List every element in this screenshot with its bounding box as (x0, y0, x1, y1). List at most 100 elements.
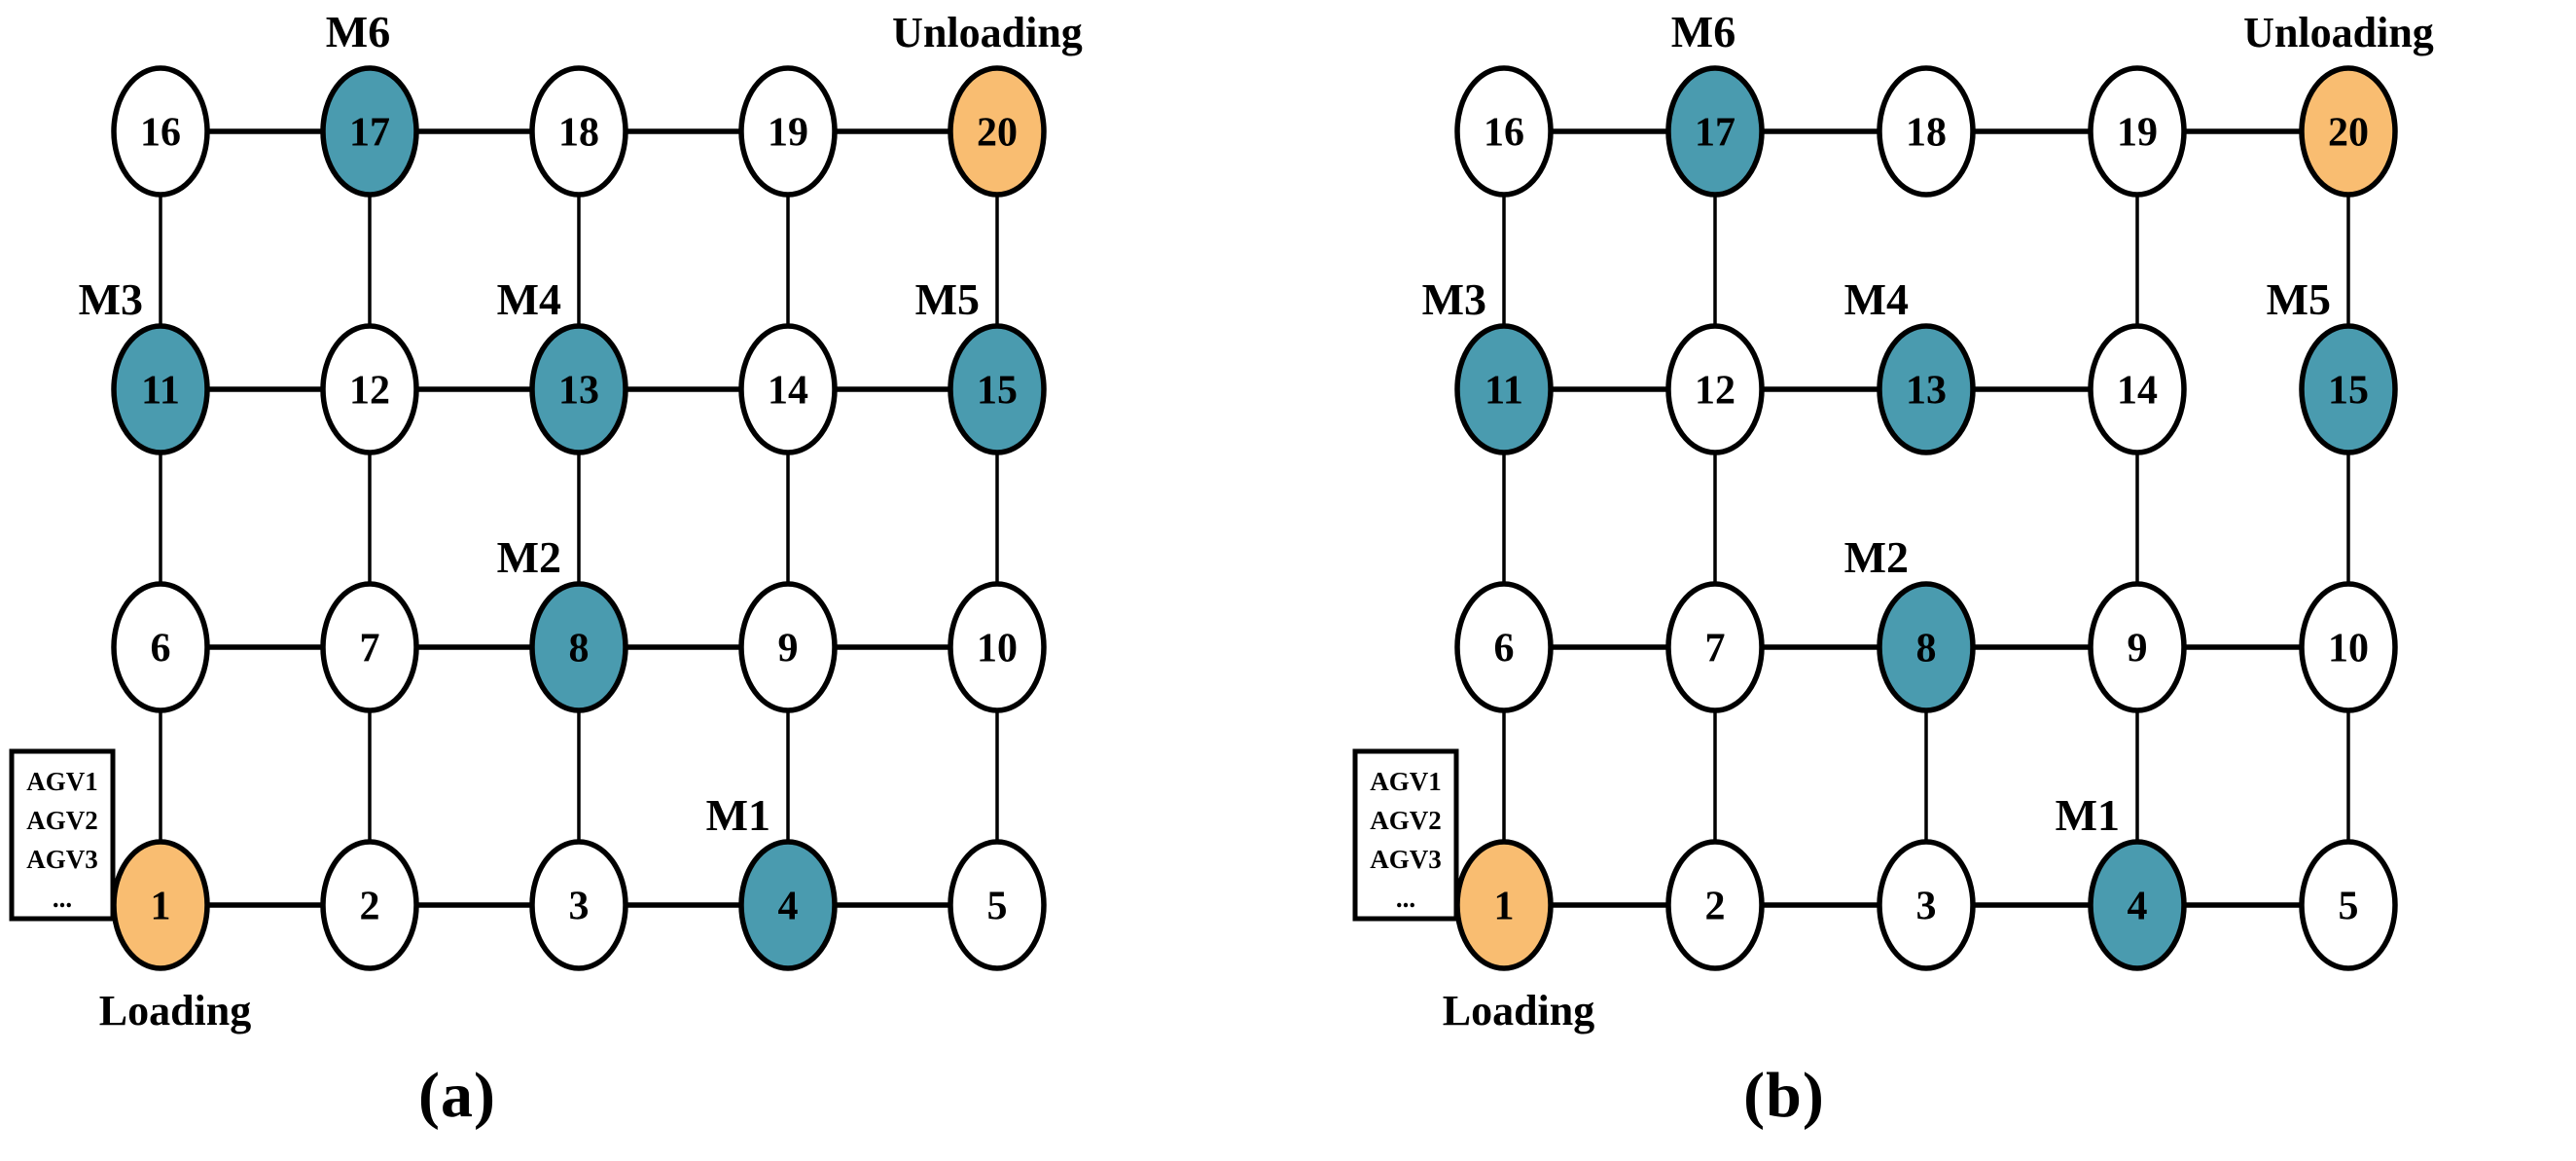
node-1: 1 (1454, 839, 1554, 971)
node-number-10: 10 (2328, 626, 2369, 671)
node-number-5: 5 (2339, 884, 2359, 928)
node-6: 6 (1454, 581, 1554, 713)
node-7: 7 (320, 581, 419, 713)
node-number-15: 15 (977, 368, 1018, 413)
node-number-13: 13 (558, 368, 599, 413)
unloading-label: Unloading (2243, 9, 2434, 56)
agv-legend-line: ... (1396, 884, 1415, 913)
node-11: 11 (111, 323, 210, 455)
node-13: 13 (1877, 323, 1976, 455)
node-13: 13 (529, 323, 628, 455)
node-2: 2 (1665, 839, 1765, 971)
node-number-1: 1 (151, 884, 171, 928)
node-number-17: 17 (349, 110, 390, 155)
agv-legend-line: AGV1 (1370, 767, 1442, 796)
node-2: 2 (320, 839, 419, 971)
node-number-19: 19 (2117, 110, 2158, 155)
node-17: 17 (320, 65, 419, 198)
agv-legend-line: AGV2 (1370, 806, 1442, 835)
node-9: 9 (738, 581, 838, 713)
node-15: 15 (948, 323, 1047, 455)
node-16: 16 (1454, 65, 1554, 198)
caption-a: (a) (418, 1060, 496, 1131)
node-20: 20 (948, 65, 1047, 198)
node-20: 20 (2299, 65, 2398, 198)
node-number-11: 11 (1485, 368, 1523, 413)
machine-label-M4: M4 (1844, 274, 1909, 324)
node-number-4: 4 (2128, 884, 2148, 928)
node-number-5: 5 (987, 884, 1008, 928)
node-number-8: 8 (569, 626, 590, 671)
node-3: 3 (529, 839, 628, 971)
agv-legend-line: ... (53, 884, 72, 913)
machine-label-M5: M5 (2267, 274, 2331, 324)
agv-legend-line: AGV3 (26, 845, 98, 874)
node-number-9: 9 (778, 626, 799, 671)
node-18: 18 (1877, 65, 1976, 198)
machine-label-M3: M3 (1422, 274, 1486, 324)
node-16: 16 (111, 65, 210, 198)
machine-label-M2: M2 (1844, 532, 1909, 582)
node-4: 4 (738, 839, 838, 971)
node-number-20: 20 (977, 110, 1018, 155)
node-17: 17 (1665, 65, 1765, 198)
node-18: 18 (529, 65, 628, 198)
node-12: 12 (1665, 323, 1765, 455)
node-11: 11 (1454, 323, 1554, 455)
node-number-12: 12 (349, 368, 390, 413)
node-6: 6 (111, 581, 210, 713)
node-10: 10 (948, 581, 1047, 713)
node-5: 5 (948, 839, 1047, 971)
node-number-20: 20 (2328, 110, 2369, 155)
node-number-12: 12 (1695, 368, 1735, 413)
machine-label-M6: M6 (326, 7, 390, 56)
node-12: 12 (320, 323, 419, 455)
caption-b: (b) (1743, 1060, 1825, 1131)
node-number-17: 17 (1695, 110, 1735, 155)
node-number-6: 6 (151, 626, 171, 671)
node-number-14: 14 (2117, 368, 2158, 413)
machine-label-M3: M3 (79, 274, 143, 324)
agv-legend-line: AGV3 (1370, 845, 1442, 874)
node-14: 14 (738, 323, 838, 455)
node-number-18: 18 (1906, 110, 1947, 155)
node-number-3: 3 (569, 884, 590, 928)
node-7: 7 (1665, 581, 1765, 713)
node-15: 15 (2299, 323, 2398, 455)
node-4: 4 (2088, 839, 2187, 971)
machine-label-M5: M5 (915, 274, 980, 324)
node-5: 5 (2299, 839, 2398, 971)
node-number-4: 4 (778, 884, 799, 928)
node-number-11: 11 (141, 368, 180, 413)
machine-label-M2: M2 (497, 532, 561, 582)
node-19: 19 (2088, 65, 2187, 198)
node-number-15: 15 (2328, 368, 2369, 413)
machine-label-M4: M4 (497, 274, 561, 324)
node-8: 8 (1877, 581, 1976, 713)
machine-label-M1: M1 (706, 790, 770, 840)
node-number-16: 16 (140, 110, 181, 155)
node-9: 9 (2088, 581, 2187, 713)
node-8: 8 (529, 581, 628, 713)
node-number-9: 9 (2128, 626, 2148, 671)
node-1: 1 (111, 839, 210, 971)
node-number-18: 18 (558, 110, 599, 155)
node-number-8: 8 (1916, 626, 1937, 671)
node-3: 3 (1877, 839, 1976, 971)
node-number-2: 2 (360, 884, 380, 928)
node-10: 10 (2299, 581, 2398, 713)
agv-legend: AGV1AGV2AGV3... (1352, 748, 1459, 922)
agv-legend: AGV1AGV2AGV3... (9, 748, 116, 922)
loading-label: Loading (1443, 987, 1595, 1034)
machine-label-M6: M6 (1671, 7, 1735, 56)
node-number-3: 3 (1916, 884, 1937, 928)
node-number-7: 7 (360, 626, 380, 671)
node-number-10: 10 (977, 626, 1018, 671)
unloading-label: Unloading (892, 9, 1083, 56)
node-number-14: 14 (768, 368, 808, 413)
node-number-6: 6 (1494, 626, 1515, 671)
node-19: 19 (738, 65, 838, 198)
